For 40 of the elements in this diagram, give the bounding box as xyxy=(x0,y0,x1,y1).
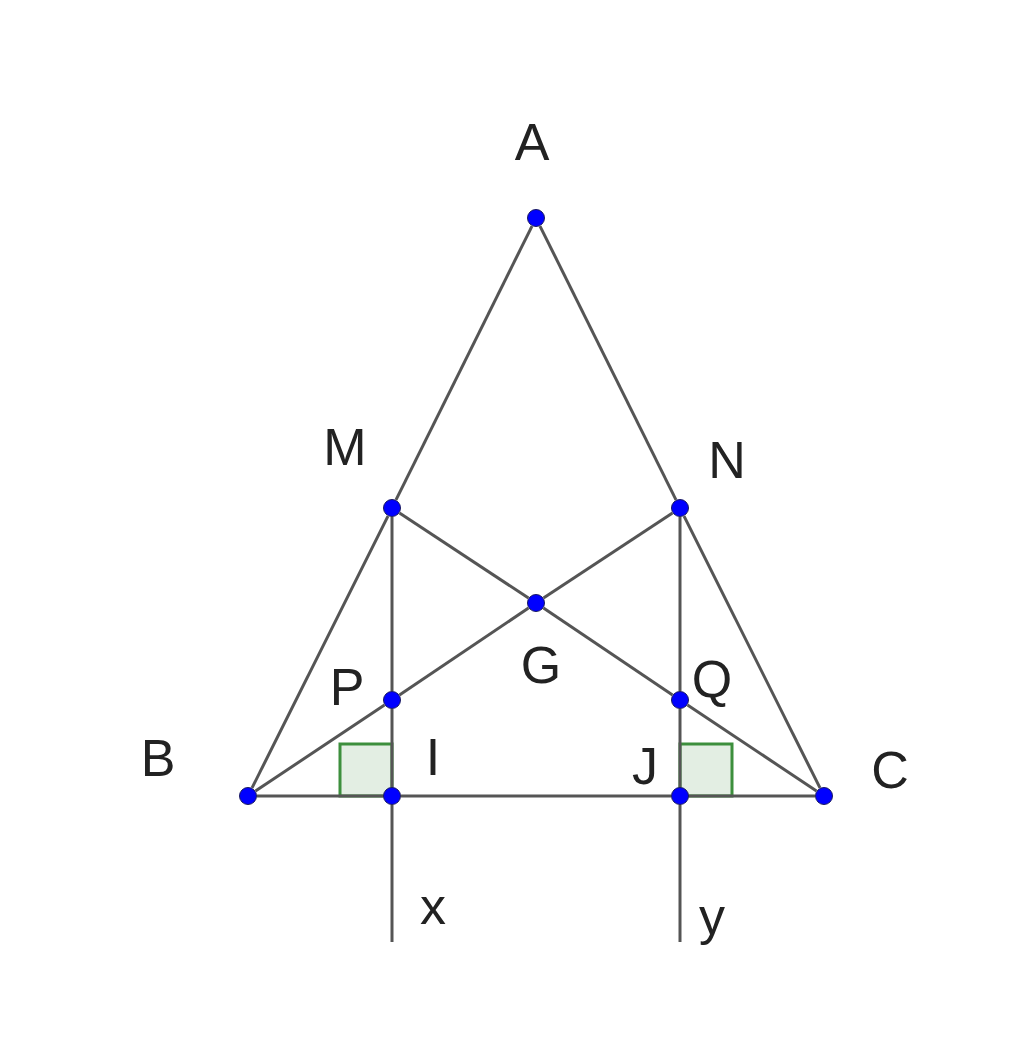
line-segment xyxy=(682,515,822,789)
point-dot xyxy=(671,499,689,517)
line-segment xyxy=(678,517,682,691)
line-segment xyxy=(689,794,815,798)
point-dot xyxy=(671,787,689,805)
line-segment xyxy=(390,709,394,787)
point-label: A xyxy=(514,116,550,168)
line-segment xyxy=(542,606,674,697)
line-segment xyxy=(254,703,386,793)
point-dot xyxy=(239,787,257,805)
point-dot xyxy=(527,209,545,227)
ray xyxy=(678,805,682,942)
line-segment xyxy=(394,225,534,501)
point-label: C xyxy=(871,744,909,796)
line-segment xyxy=(257,794,383,798)
line-segment xyxy=(542,511,674,600)
point-dot xyxy=(383,691,401,709)
point-label: Q xyxy=(691,653,733,705)
point-label: J xyxy=(632,740,658,792)
ray xyxy=(390,805,394,942)
line-segment xyxy=(250,515,390,789)
point-dot xyxy=(527,594,545,612)
line-segment xyxy=(686,703,818,793)
point-label: I xyxy=(425,731,441,783)
point-label: B xyxy=(140,732,176,784)
point-label: N xyxy=(708,434,746,486)
point-dot xyxy=(815,787,833,805)
line-segment xyxy=(390,517,394,691)
line-segment xyxy=(398,511,530,600)
point-label: P xyxy=(329,661,365,713)
point-label: M xyxy=(323,421,367,473)
point-label: G xyxy=(520,639,562,691)
line-segment xyxy=(401,794,671,798)
line-segment xyxy=(538,225,678,501)
line-segment xyxy=(678,709,682,787)
line-segment xyxy=(398,606,530,697)
point-dot xyxy=(383,787,401,805)
point-label: x xyxy=(420,880,446,932)
point-dot xyxy=(383,499,401,517)
point-dot xyxy=(671,691,689,709)
